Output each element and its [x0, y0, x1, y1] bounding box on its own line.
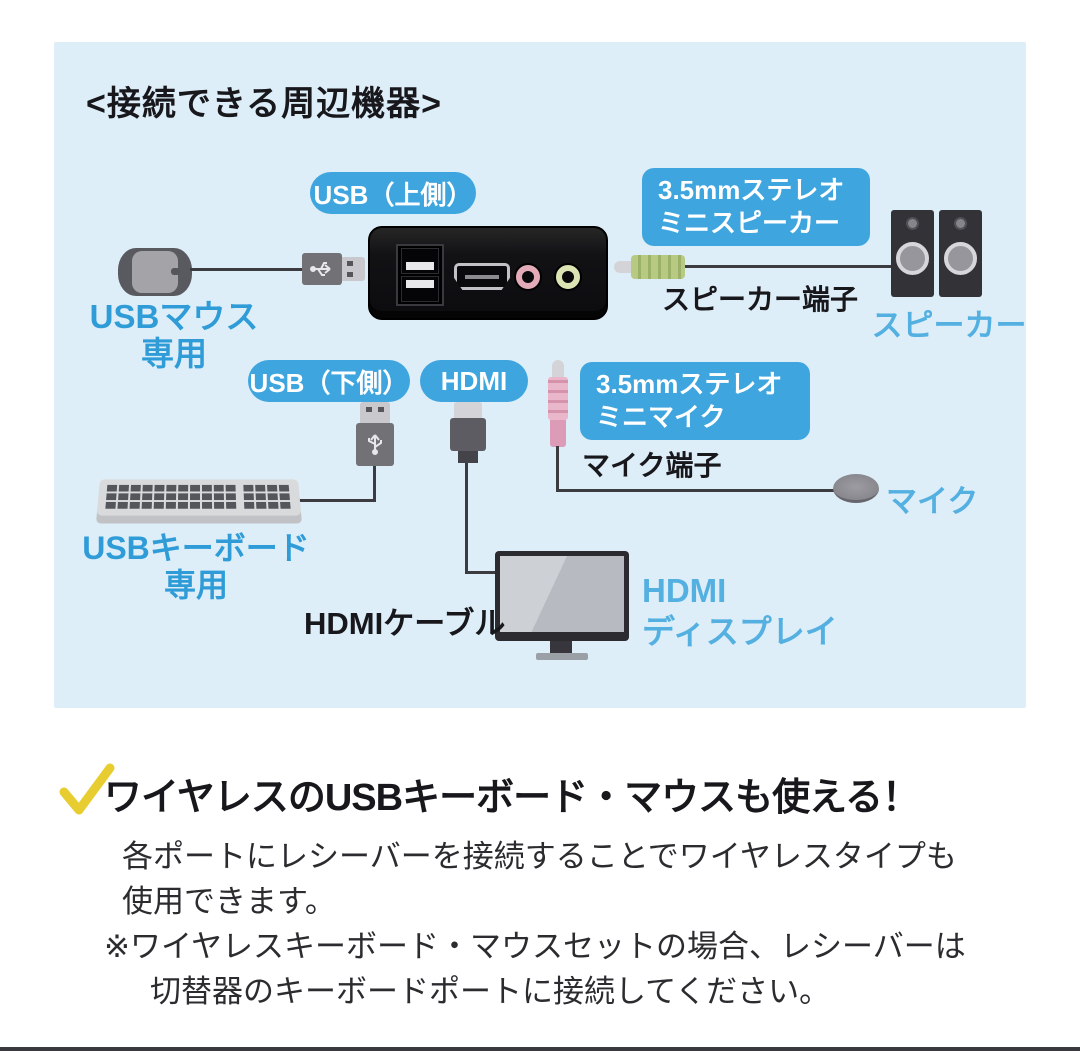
mic-label-line2: ミニマイク — [596, 402, 726, 432]
mouse-caption-line2: 専用 — [141, 335, 207, 372]
display-stand-base — [536, 653, 588, 660]
keyboard-caption-line2: 専用 — [163, 567, 228, 603]
microphone-illustration — [833, 474, 879, 503]
image-bottom-border — [0, 1047, 1080, 1051]
mic-cable-vertical — [556, 446, 559, 492]
usb-plug-hole — [347, 272, 353, 277]
mic-jack-caption: マイク端子 — [582, 450, 722, 481]
usb-bottom-port-label: USB（下側） — [248, 360, 410, 402]
mouse-band — [132, 251, 178, 293]
speakers-caption: スピーカー — [871, 308, 1027, 343]
mouse-wheel — [171, 268, 180, 275]
hdmi-display-illustration — [495, 551, 629, 641]
note-heading: ワイヤレスのUSBキーボード・マウスも使える！ — [104, 777, 920, 819]
usb-plug-vertical-metal — [360, 402, 390, 423]
usb-port-upper — [401, 248, 439, 274]
usb-plug-metal — [342, 257, 365, 281]
mouse-caption: USBマウス 専用 — [64, 298, 284, 372]
usb-top-port-label: USB（上側） — [310, 172, 476, 214]
mic-label-line1: 3.5mmステレオ — [596, 369, 783, 399]
usb-trident-icon — [368, 434, 382, 455]
mic-plug-base — [550, 420, 566, 447]
usb-plug-hole — [366, 407, 372, 412]
usb-plug-hole — [378, 407, 384, 412]
usb-plug-hole — [347, 261, 353, 266]
display-stand-neck — [550, 641, 572, 653]
keyboard-caption: USBキーボード 専用 — [80, 530, 312, 604]
mic-plug-tip — [552, 360, 564, 377]
hdmi-port — [454, 263, 510, 290]
note-line4: 切替器のキーボードポートに接続してください。 — [150, 974, 831, 1009]
mic-caption: マイク — [886, 484, 979, 519]
keyboard-keys-numpad — [243, 483, 291, 509]
hdmi-plug-tip — [454, 402, 482, 418]
note-line3: ※ワイヤレスキーボード・マウスセットの場合、レシーバーは — [104, 929, 966, 964]
usb-mouse-illustration — [118, 248, 192, 296]
note-line2: 使用できます。 — [122, 884, 336, 919]
hdmi-cable-horizontal — [465, 571, 499, 574]
mouse-cable — [190, 268, 304, 271]
keyboard-caption-line1: USBキーボード — [82, 530, 310, 566]
usb-plug-vertical — [356, 423, 394, 466]
hdmi-display-line2: ディスプレイ — [642, 613, 838, 650]
usb-tongue — [406, 262, 434, 270]
hdmi-plug-neck — [458, 451, 478, 463]
mic-plug-pink — [548, 377, 568, 420]
usb-plug-horizontal — [302, 253, 342, 285]
hdmi-display-caption: HDMI ディスプレイ — [642, 570, 838, 652]
mouse-caption-line1: USBマウス — [89, 298, 259, 335]
hdmi-display-line1: HDMI — [642, 572, 727, 609]
hdmi-cable-vertical — [465, 463, 468, 574]
note-line1: 各ポートにレシーバーを接続することでワイヤレスタイプも — [122, 839, 957, 874]
speaker-left-illustration — [891, 210, 934, 297]
speaker-woofer — [896, 242, 929, 275]
speaker-tweeter — [954, 217, 967, 230]
check-icon — [59, 763, 115, 815]
mic-jack-port — [516, 265, 540, 289]
mic-cable-horizontal — [556, 489, 834, 492]
speaker-jack-caption: スピーカー端子 — [662, 284, 859, 315]
note-body: 各ポートにレシーバーを接続することでワイヤレスタイプも 使用できます。 ※ワイヤ… — [104, 834, 966, 1014]
speaker-cable — [685, 265, 891, 268]
keyboard-cable-horizontal — [296, 499, 376, 502]
kvm-switch-illustration — [368, 226, 608, 320]
dual-usb-port — [396, 244, 444, 306]
keyboard-keys-main — [105, 483, 239, 509]
hdmi-plug-body — [450, 418, 486, 451]
mic-mini-plug-label: 3.5mmステレオ ミニマイク — [580, 362, 810, 440]
hdmi-cable-caption: HDMIケーブル — [304, 606, 506, 641]
usb-port-lower — [401, 276, 439, 302]
hdmi-port-label: HDMI — [420, 360, 528, 402]
speaker-label-line2: ミニスピーカー — [658, 208, 841, 238]
speaker-jack-port — [556, 265, 580, 289]
speaker-woofer — [944, 242, 977, 275]
speaker-right-illustration — [939, 210, 982, 297]
speaker-plug-tip — [614, 261, 631, 273]
display-screen — [500, 556, 624, 632]
speaker-tweeter — [906, 217, 919, 230]
speaker-mini-plug-label: 3.5mmステレオ ミニスピーカー — [642, 168, 870, 246]
speaker-label-line1: 3.5mmステレオ — [658, 175, 845, 205]
usb-keyboard-illustration — [95, 479, 303, 524]
connectable-peripherals-panel: <接続できる周辺機器> USB（上側） USBマウス 専用 — [54, 42, 1027, 708]
hdmi-port-slot — [465, 275, 499, 279]
usb-trident-icon — [310, 262, 331, 276]
usb-tongue — [406, 280, 434, 288]
keyboard-cable-vertical — [373, 466, 376, 502]
panel-title: <接続できる周辺機器> — [86, 85, 443, 123]
speaker-plug-green — [631, 255, 685, 279]
